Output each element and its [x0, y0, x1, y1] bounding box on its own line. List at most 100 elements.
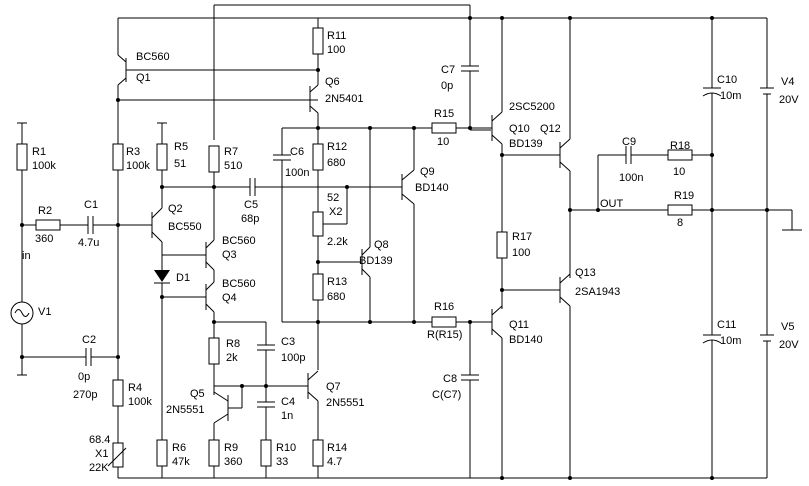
label-q9: Q9 [420, 166, 435, 178]
label-c4: C4 [281, 396, 295, 408]
label-r10-value: 33 [276, 456, 288, 468]
label-x1-value-2: 22K [89, 462, 109, 474]
label-c2-value: 0p [78, 371, 90, 383]
label-r15-value: 10 [437, 136, 449, 148]
label-c1-value: 4.7u [78, 237, 99, 249]
label-r15: R15 [434, 108, 454, 120]
resistor-r3[interactable] [112, 143, 124, 171]
label-r16-value: R(R15) [427, 329, 462, 341]
label-q10-type: BD139 [509, 138, 543, 150]
resistor-r12[interactable] [312, 143, 324, 171]
label-q9-type: BD140 [415, 182, 449, 194]
label-r3-value: 100k [126, 160, 150, 172]
label-r4: R4 [128, 382, 142, 394]
label-c11-value: 10m [720, 335, 741, 347]
label-r7-value: 510 [224, 160, 242, 172]
label-q2-type: BC550 [168, 221, 202, 233]
label-c10-value: 10m [720, 90, 741, 102]
resistor-r17[interactable] [496, 231, 508, 259]
label-r1: R1 [32, 146, 46, 158]
label-c3: C3 [281, 336, 295, 348]
label-q1-type: BC560 [136, 51, 170, 63]
label-c1: C1 [84, 199, 98, 211]
component-labels: R1 100k R2 360 C1 4.7u in V1 C2 0p 270p … [22, 30, 799, 474]
resistor-r14[interactable] [312, 439, 324, 467]
label-c5-value: 68p [241, 213, 259, 225]
label-c5: C5 [244, 199, 258, 211]
label-q6: Q6 [325, 76, 340, 88]
label-c6: C6 [290, 146, 304, 158]
label-x1-value: 68.4 [89, 434, 110, 446]
resistor-r1[interactable] [16, 143, 28, 171]
label-q2: Q2 [168, 203, 183, 215]
potentiometer-x2[interactable] [312, 211, 324, 237]
resistor-r9[interactable] [208, 439, 220, 467]
label-q5: Q5 [190, 388, 205, 400]
label-c9: C9 [622, 136, 636, 148]
label-r13: R13 [327, 276, 347, 288]
label-q13-type: 2SA1943 [575, 286, 620, 298]
label-r10: R10 [276, 442, 296, 454]
label-x2-value-2: 2.2k [327, 236, 348, 248]
label-c3-value: 100p [281, 352, 305, 364]
label-r9: R9 [224, 442, 238, 454]
resistor-r11[interactable] [312, 27, 324, 55]
resistor-r4[interactable] [112, 379, 124, 407]
resistor-r8[interactable] [208, 337, 220, 365]
label-c8-value: C(C7) [432, 389, 461, 401]
power-rails [118, 4, 767, 479]
resistor-r6[interactable] [156, 439, 168, 467]
resistor-r7[interactable] [208, 145, 220, 173]
vas-section [273, 18, 415, 478]
output-stage [412, 16, 802, 480]
label-in: in [22, 250, 31, 262]
label-q11: Q11 [509, 319, 529, 331]
label-r4-value: 100k [128, 396, 152, 408]
resistor-r10[interactable] [260, 439, 272, 467]
input-section [10, 122, 142, 376]
resistor-r19[interactable] [667, 204, 693, 216]
label-q4: Q4 [222, 292, 237, 304]
label-q7: Q7 [326, 381, 341, 393]
label-q6-type: 2N5401 [325, 93, 364, 105]
label-q8-type: BD139 [359, 255, 393, 267]
label-c11: C11 [717, 319, 736, 331]
label-c9-value: 100n [619, 172, 643, 184]
label-c8: C8 [443, 373, 457, 385]
resistor-r13[interactable] [312, 273, 324, 301]
label-r1-value: 100k [32, 160, 56, 172]
label-r14-value: 4.7 [327, 456, 342, 468]
diode-d1[interactable] [154, 270, 170, 282]
label-q10-part: 2SC5200 [509, 101, 555, 113]
resistor-r2[interactable] [35, 219, 61, 231]
label-r13-value: 680 [327, 291, 345, 303]
label-r12: R12 [327, 141, 347, 153]
label-q10: Q10 [509, 123, 530, 135]
label-q8: Q8 [374, 239, 389, 251]
label-r18-value: 10 [673, 166, 685, 178]
label-v4-value: 20V [779, 94, 799, 106]
potentiometer-x1[interactable] [112, 442, 124, 468]
label-r2-value: 360 [35, 233, 53, 245]
label-x2: X2 [329, 206, 342, 218]
label-r2: R2 [38, 205, 52, 217]
label-r16: R16 [434, 301, 454, 313]
resistor-r16[interactable] [431, 316, 457, 328]
label-c6-value: 100n [285, 167, 309, 179]
label-q3: Q3 [222, 249, 237, 261]
label-r14: R14 [327, 442, 347, 454]
label-x2-value: 52 [327, 192, 339, 204]
label-q7-type: 2N5551 [326, 397, 365, 409]
label-r6-value: 47k [172, 456, 190, 468]
resistor-r5[interactable] [156, 143, 168, 171]
label-c2: C2 [82, 334, 96, 346]
label-r7: R7 [224, 146, 238, 158]
label-c2-value-2: 270p [73, 389, 97, 401]
label-r17: R17 [512, 231, 532, 243]
label-v5: V5 [781, 321, 794, 333]
q1-section [107, 18, 318, 479]
resistor-r15[interactable] [431, 122, 457, 134]
label-q1: Q1 [136, 72, 151, 84]
label-q12: Q12 [540, 123, 561, 135]
